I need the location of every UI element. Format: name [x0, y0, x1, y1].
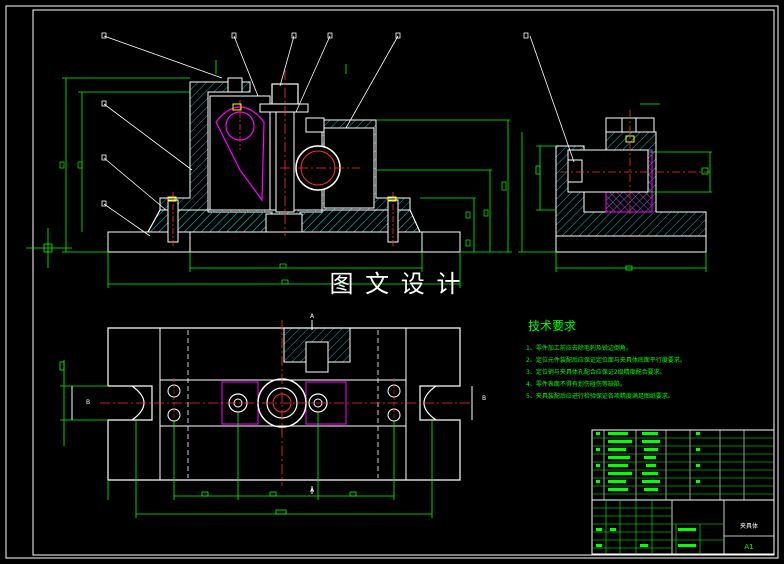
parts-list [591, 429, 775, 501]
section-label-left-b: B [86, 399, 90, 406]
tech-req-item-3: 3、定位销与夹具体孔配合应保证2级精度配合要求。 [526, 368, 666, 376]
tech-req-item-5: 5、夹具装配后应进行检验保证各项精度满足图纸要求。 [526, 392, 674, 400]
outer-frame [5, 5, 779, 559]
inner-frame [32, 9, 775, 556]
title-block: 夹具体 A1 [591, 499, 775, 555]
tech-requirements: 技术要求 1、零件加工前应去除毛刺及锐边倒角。 2、定位元件装配后应保证定位面与… [526, 319, 686, 400]
drawing-name: 夹具体 [740, 522, 758, 530]
tech-req-item-1: 1、零件加工前应去除毛刺及锐边倒角。 [526, 344, 632, 352]
section-label-bottom-a: A [310, 487, 315, 494]
section-label-right-b: B [482, 395, 486, 402]
tech-req-item-2: 2、定位元件装配后应保证定位面与夹具体底面平行度要求。 [526, 356, 686, 364]
sheet-size: A1 [744, 543, 753, 551]
tech-req-item-4: 4、零件表面不得有划伤碰伤等缺陷。 [526, 380, 626, 388]
top-view: A A B B [59, 313, 486, 518]
side-view [518, 32, 712, 272]
front-section-view [26, 32, 512, 288]
watermark-text: 图 文 设 计 [330, 270, 463, 298]
tech-requirements-title: 技术要求 [528, 319, 576, 333]
section-label-top-a: A [310, 313, 315, 320]
